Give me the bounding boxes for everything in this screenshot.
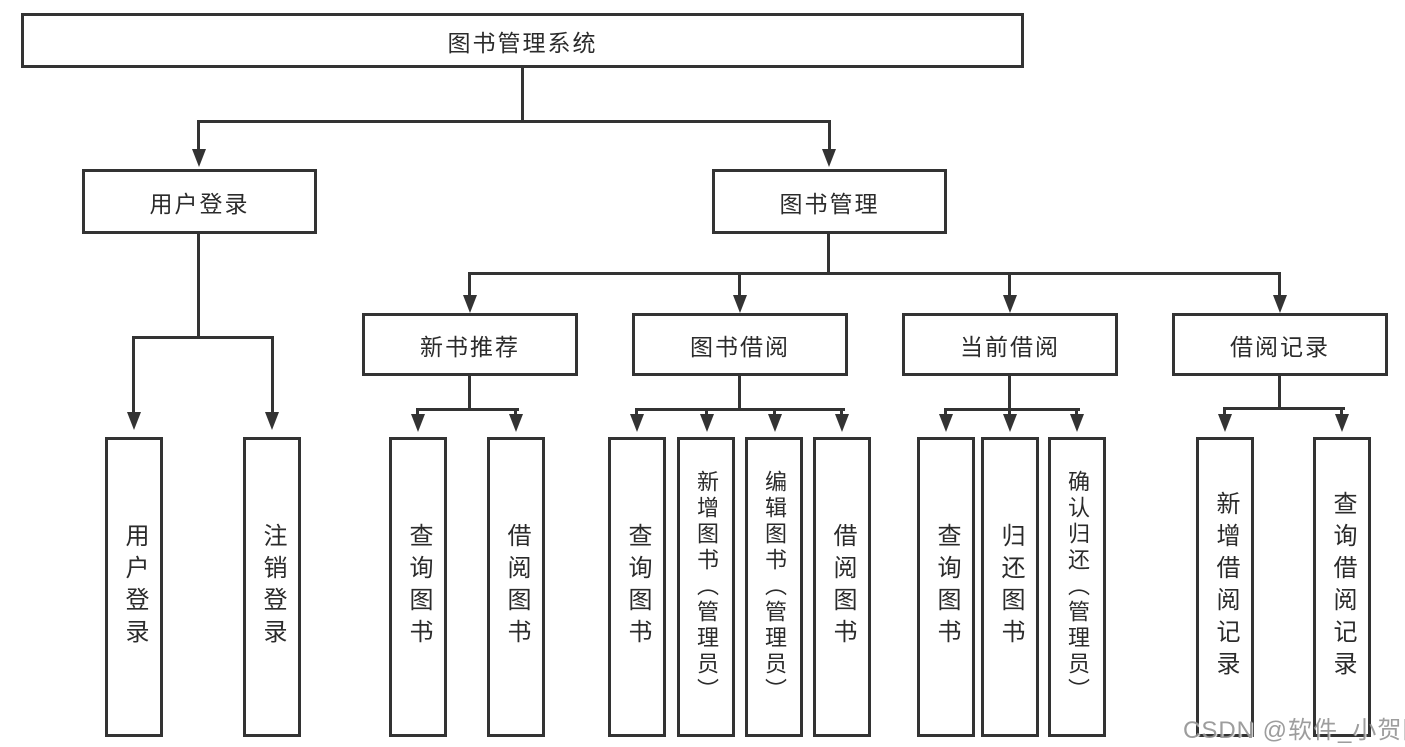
leaf-search-book-1: 查询图书 [389,437,447,737]
arrow-borrow-leaf-2 [700,414,714,432]
leaf-search-book-3: 查询图书 [917,437,975,737]
connector-current-vline [1008,376,1011,411]
leaf-search-borrow-record: 查询借阅记录 [1313,437,1371,737]
connector-root-stub-left [197,120,200,150]
leaf-search-book-3-label: 查询图书 [933,523,960,651]
arrow-borrow-leaf-4 [835,414,849,432]
connector-recommend-hline [416,408,519,411]
leaf-add-book-admin: 新增图书（管理员） [677,437,735,737]
connector-login-vline [197,234,200,339]
arrow-to-leaf-logout [265,412,279,430]
connector-borrow-vline [738,376,741,411]
connector-borrow-stub-3 [773,408,776,416]
connector-mgmt-stub-3 [1008,272,1011,296]
leaf-borrow-book-2-label: 借阅图书 [829,523,856,651]
arrow-to-borrow-records [1273,295,1287,313]
node-user-login: 用户登录 [82,169,317,234]
arrow-current-leaf-3 [1070,414,1084,432]
leaf-edit-book-admin: 编辑图书（管理员） [745,437,803,737]
connector-login-stub-left [132,336,135,412]
leaf-user-login: 用户登录 [105,437,163,737]
leaf-return-book-label: 归还图书 [997,523,1024,651]
connector-borrow-stub-2 [705,408,708,416]
connector-root-hline [198,120,831,123]
arrow-to-book-borrow [733,295,747,313]
leaf-edit-book-admin-label: 编辑图书（管理员） [762,470,787,704]
arrow-records-leaf-2 [1335,414,1349,432]
connector-mgmt-stub-4 [1278,272,1281,296]
connector-login-hline [132,336,274,339]
arrow-to-book-management [822,149,836,167]
leaf-user-login-label: 用户登录 [121,523,148,651]
node-borrow-records-label: 借阅记录 [1230,333,1330,360]
node-root-label: 图书管理系统 [447,29,598,56]
node-new-book-recommend: 新书推荐 [362,313,578,376]
leaf-search-book-1-label: 查询图书 [405,523,432,651]
node-borrow-records: 借阅记录 [1172,313,1388,376]
connector-mgmt-vline [827,234,830,275]
leaf-add-borrow-record-label: 新增借阅记录 [1212,491,1239,683]
arrow-to-leaf-user-login [127,412,141,430]
connector-root-stub-right [828,120,831,150]
connector-mgmt-hline [468,272,1281,275]
connector-recommend-stub-2 [514,408,517,416]
arrow-to-new-book-recommend [463,295,477,313]
csdn-watermark: CSDN @软件_小贺同学 [1183,717,1405,744]
connector-borrow-stub-4 [840,408,843,416]
arrow-to-current-borrow [1003,295,1017,313]
leaf-add-book-admin-label: 新增图书（管理员） [694,470,719,704]
node-current-borrow: 当前借阅 [902,313,1118,376]
connector-current-stub-1 [944,408,947,416]
leaf-add-borrow-record: 新增借阅记录 [1196,437,1254,737]
arrow-borrow-leaf-1 [630,414,644,432]
node-root-library-system: 图书管理系统 [21,13,1024,68]
arrow-to-user-login [192,149,206,167]
leaf-search-book-2: 查询图书 [608,437,666,737]
connector-mgmt-stub-1 [468,272,471,296]
node-new-book-recommend-label: 新书推荐 [420,333,520,360]
leaf-borrow-book-1: 借阅图书 [487,437,545,737]
leaf-borrow-book-2: 借阅图书 [813,437,871,737]
connector-current-stub-2 [1008,408,1011,416]
leaf-return-book: 归还图书 [981,437,1039,737]
node-book-borrow-label: 图书借阅 [690,333,790,360]
connector-borrow-hline [635,408,845,411]
leaf-logout: 注销登录 [243,437,301,737]
arrow-records-leaf-1 [1218,414,1232,432]
connector-mgmt-stub-2 [738,272,741,296]
arrow-recommend-leaf-1 [411,414,425,432]
arrow-borrow-leaf-3 [768,414,782,432]
leaf-confirm-return-admin-label: 确认归还（管理员） [1065,470,1090,704]
connector-records-vline [1278,376,1281,410]
arrow-recommend-leaf-2 [509,414,523,432]
connector-root-vline [521,68,524,123]
node-book-borrow: 图书借阅 [632,313,848,376]
connector-records-stub-1 [1223,407,1226,416]
arrow-current-leaf-2 [1003,414,1017,432]
arrow-current-leaf-1 [939,414,953,432]
leaf-search-book-2-label: 查询图书 [624,523,651,651]
leaf-logout-label: 注销登录 [259,523,286,651]
connector-records-stub-2 [1340,407,1343,416]
node-book-management: 图书管理 [712,169,947,234]
node-user-login-label: 用户登录 [149,190,250,217]
connector-recommend-stub-1 [416,408,419,416]
node-book-management-label: 图书管理 [779,190,880,217]
connector-records-hline [1223,407,1345,410]
leaf-borrow-book-1-label: 借阅图书 [503,523,530,651]
connector-current-hline [944,408,1080,411]
node-current-borrow-label: 当前借阅 [960,333,1060,360]
leaf-confirm-return-admin: 确认归还（管理员） [1048,437,1106,737]
connector-current-stub-3 [1075,408,1078,416]
connector-recommend-vline [468,376,471,411]
connector-borrow-stub-1 [635,408,638,416]
leaf-search-borrow-record-label: 查询借阅记录 [1329,491,1356,683]
connector-login-stub-right [271,336,274,412]
